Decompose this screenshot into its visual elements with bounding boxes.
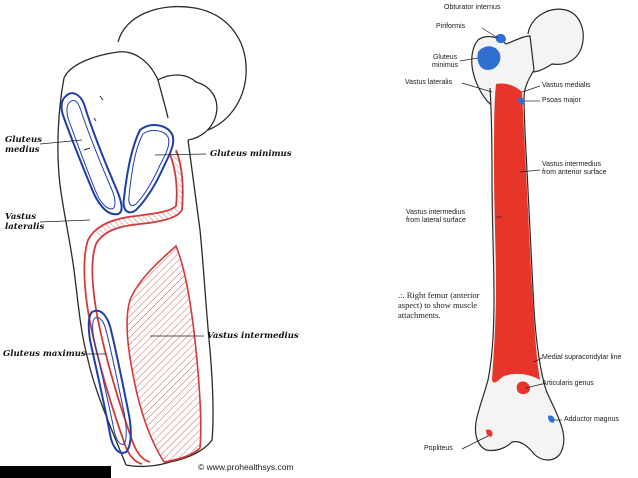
label-vi-lateral-line1: Vastus intermedius [406, 209, 466, 216]
popliteus-mark [486, 429, 493, 437]
caption-line3: attachments. [398, 310, 441, 320]
label-vi-anterior-line1: Vastus intermedius [542, 161, 602, 168]
gluteus-medius-inner [66, 99, 116, 210]
right-femoral-head [527, 8, 584, 73]
label-gluteus-minimus-right-line2: minimus [432, 62, 459, 69]
label-piriformis: Piriformis [436, 23, 466, 30]
label-vastus-intermedius: Vastus intermedius [207, 331, 299, 341]
piriformis-blue-right [496, 33, 506, 43]
credit-text: © www.prohealthsys.com [198, 462, 294, 472]
greater-trochanter-outline [63, 51, 218, 141]
label-vi-anterior-line2: from anterior surface [542, 169, 607, 176]
figure-caption: .:. Right femur (anterior aspect) to sho… [398, 290, 479, 320]
label-vastus-lateralis: Vastus lateralis [5, 212, 44, 232]
vastus-lateralis-hatch-band [96, 206, 182, 236]
label-articularis-genus: Articularis genus [542, 380, 594, 387]
neck-notch [157, 79, 169, 119]
psoas-blue-right [518, 97, 525, 105]
label-gluteus-minimus: Gluteus minimus [210, 149, 292, 159]
adductor-magnus-blue-right [548, 415, 555, 423]
left-femur-drawing [57, 5, 247, 468]
label-gluteus-medius: Gluteus medius [5, 135, 42, 155]
caption-line1: .:. Right femur (anterior [398, 290, 479, 300]
vastus-intermedius-red-area [492, 83, 540, 383]
label-gluteus-minimus-right-line1: Gluteus [432, 54, 458, 61]
gluteus-maximus-attachment [87, 309, 132, 454]
label-vi-lateral-line2: from lateral surface [406, 217, 466, 224]
articularis-genus-mark [516, 381, 530, 395]
black-bar [0, 466, 111, 478]
bone-surface-mark [83, 95, 104, 151]
caption-line2: aspect) to show muscle [398, 300, 478, 310]
label-gluteus-minimus-right: Gluteus minimus [432, 54, 458, 70]
caption-line1-text: Right femur (anterior [406, 290, 480, 300]
gluteus-maximus-inner [92, 317, 127, 445]
gluteus-minimus-blue-right [477, 46, 501, 70]
caption-mark: .:. [398, 290, 405, 300]
label-gluteus-medius-line1: Gluteus [5, 135, 42, 145]
label-adductor-magnus: Adductor magnus [564, 416, 619, 423]
label-vastus-lateralis-right: Vastus lateralis [405, 79, 452, 86]
label-vastus-lateralis-line2: lateralis [5, 222, 45, 232]
label-popliteus: Popliteus [424, 445, 453, 452]
femoral-head-outline [117, 5, 247, 131]
label-vastus-intermedius-lateral: Vastus intermedius from lateral surface [406, 209, 466, 225]
label-vastus-lateralis-line1: Vastus [5, 212, 36, 222]
label-obturator-internus: Obturator internus [444, 4, 501, 11]
vastus-lateralis-upper-hatch [172, 150, 183, 208]
shaft-bottom-outline [125, 461, 171, 468]
label-vastus-medialis: Vastus medialis [542, 82, 591, 89]
gluteus-minimus-inner [128, 129, 170, 207]
right-leader-lines [459, 27, 562, 450]
label-gluteus-maximus: Gluteus maximus [3, 349, 86, 359]
label-psoas-major: Psoas major [542, 97, 581, 104]
shaft-left-outline [57, 77, 127, 466]
label-vastus-intermedius-anterior: Vastus intermedius from anterior surface [542, 161, 607, 177]
label-gluteus-medius-line2: medius [5, 145, 40, 155]
label-medial-supracondylar-line: Medial supracondylar line [542, 354, 622, 361]
left-leader-lines [39, 139, 207, 355]
gluteus-medius-attachment [60, 92, 123, 216]
gluteus-minimus-attachment [122, 124, 175, 214]
shaft-right-outline [169, 139, 214, 463]
vastus-intermedius-attachment [126, 244, 202, 463]
